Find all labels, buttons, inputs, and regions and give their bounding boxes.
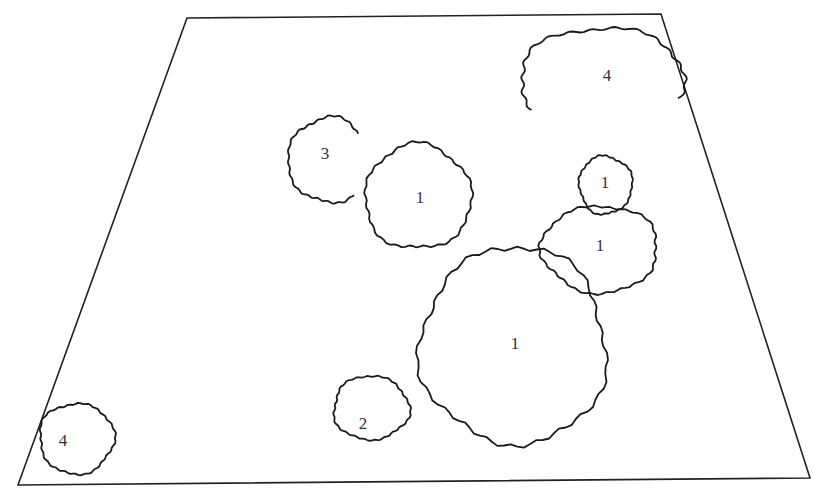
blob-outline [332, 375, 410, 441]
region-number: 1 [601, 174, 610, 191]
blob-path [416, 247, 608, 448]
region-number: 1 [416, 189, 425, 206]
blob-path [578, 155, 633, 215]
region-number: 3 [321, 145, 330, 162]
blob-path [40, 403, 116, 476]
blob-path [521, 27, 687, 110]
region-blob: 1 [578, 155, 633, 215]
region-blob: 4 [518, 25, 686, 138]
region-blob: 1 [418, 244, 610, 448]
blob-outline [38, 402, 115, 475]
blob-path [364, 141, 473, 247]
region-number: 1 [511, 335, 520, 352]
region-blob: 1 [540, 204, 660, 294]
blob-path [288, 116, 358, 204]
region-number: 2 [359, 415, 368, 432]
region-blob: 3 [287, 116, 369, 204]
region-number: 4 [603, 67, 612, 84]
region-number: 1 [596, 237, 605, 254]
region-blob: 2 [332, 375, 410, 441]
region-blob: 4 [38, 402, 115, 475]
region-number: 4 [59, 432, 68, 449]
region-blob: 1 [363, 143, 473, 251]
plane-outline [18, 14, 810, 485]
blob-path [333, 376, 411, 441]
blob-path [538, 205, 656, 295]
blob-outline [518, 25, 686, 138]
